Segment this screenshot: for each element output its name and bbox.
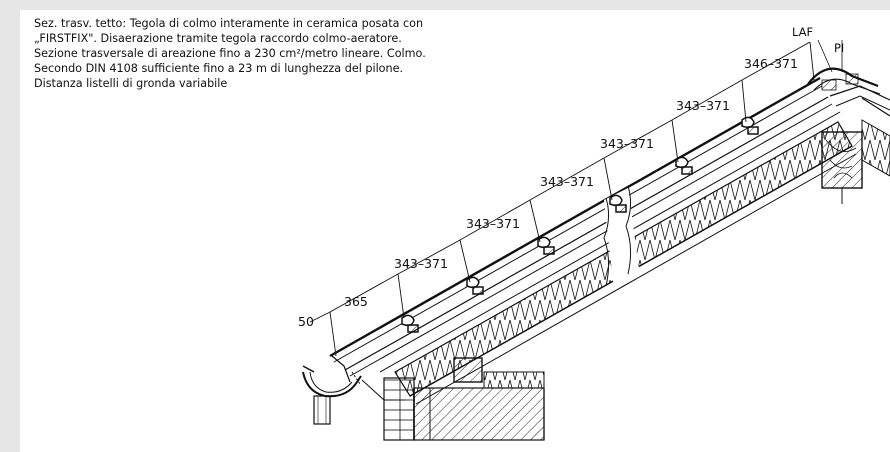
dim-first-batten: 365 <box>344 294 368 309</box>
dim-batten-5: 343–371 <box>676 98 730 113</box>
dimension-lines <box>309 41 815 357</box>
label-pi: PI <box>834 41 844 55</box>
dim-batten-1: 343–371 <box>394 256 448 271</box>
dim-batten-2: 343–371 <box>466 216 520 231</box>
caption-line-3: Sezione trasversale di areazione fino a … <box>34 47 426 60</box>
wall <box>383 357 545 441</box>
dim-batten-3: 343–371 <box>540 174 594 189</box>
eave-gutter <box>302 355 406 425</box>
dim-batten-4: 343–371 <box>600 136 654 151</box>
roof-body <box>329 76 857 405</box>
dim-eave-overhang: 50 <box>298 314 314 329</box>
caption-line-5: Distanza listelli di gronda variabile <box>34 77 228 90</box>
caption-line-1: Sez. trasv. tetto: Tegola di colmo inter… <box>34 17 424 30</box>
dim-top-batten: 346–371 <box>744 56 798 71</box>
caption-line-4: Secondo DIN 4108 sufficiente fino a 23 m… <box>34 62 404 75</box>
ridge <box>807 39 890 204</box>
caption: Sez. trasv. tetto: Tegola di colmo inter… <box>34 16 514 91</box>
caption-line-2: „FIRSTFIX". Disaerazione tramite tegola … <box>34 32 402 45</box>
label-laf: LAF <box>792 25 813 39</box>
tile-battens <box>401 116 759 333</box>
